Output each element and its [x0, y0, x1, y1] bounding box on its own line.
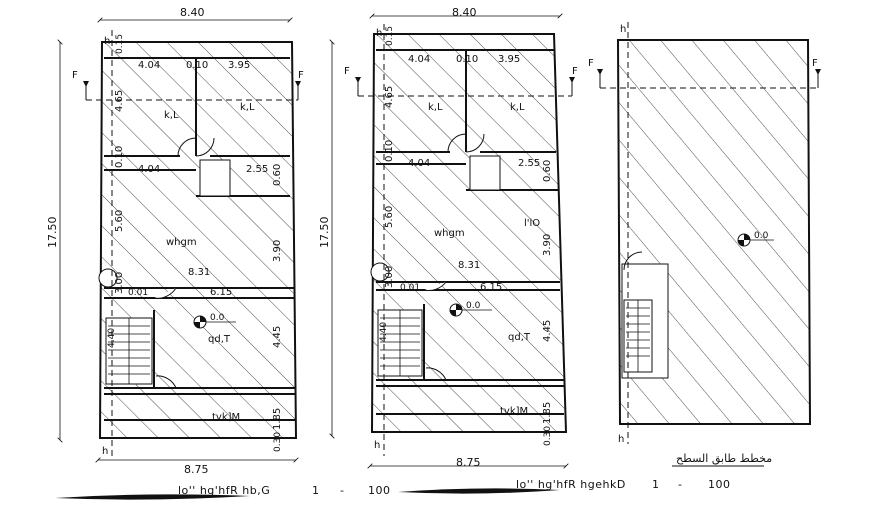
plan1-bottom-width: 8.75 [184, 463, 209, 476]
plan2-h-010: 0.10 [384, 140, 395, 162]
plan1-left-height: 17.50 [46, 217, 59, 249]
plan1-scale-100: 100 [368, 484, 391, 497]
plan1-hall-label: whgm [166, 237, 197, 248]
plan2-scale-1: 1 [652, 478, 660, 491]
plan1-section-f-right: F [298, 70, 304, 81]
plan2-scale-100: 100 [708, 478, 731, 491]
plan1-h-465: 4.65 [114, 90, 125, 112]
plan3-title: مخطط طابق السطح [676, 452, 772, 466]
plan2-hall-label: whgm [434, 228, 465, 239]
plan-repeated-floor: 8.40 8.75 17.50 [318, 6, 731, 494]
plan2-section-h-top: h [376, 28, 382, 39]
plan1-room-d: tvk]M [212, 412, 240, 423]
plan2-h-465: 4.65 [384, 86, 395, 108]
plan1-room-a-width: 4.04 [138, 60, 160, 71]
plan3-section-f-left: F [588, 58, 594, 69]
plan2-title: lo'' hg'hfR hgehkD [516, 478, 626, 491]
plan2-top-width: 8.40 [452, 6, 477, 19]
plan1-section-f-left: F [72, 70, 78, 81]
plan2-scale-dash: - [678, 478, 682, 491]
plan2-section-f-left: F [344, 66, 350, 77]
plan2-h-445: 4.45 [542, 320, 553, 342]
plan1-scale-1: 1 [312, 484, 320, 497]
plan1-h-390: 3.90 [272, 240, 283, 262]
plan-roof: h h F F 0.0 مخطط طابق السطح [588, 22, 821, 467]
plan3-section-f-right: F [812, 58, 818, 69]
plan2-room-a-width: 4.04 [408, 54, 430, 65]
plan1-hall-width: 8.31 [188, 267, 210, 278]
plan2-h-560: 5.60 [384, 206, 395, 228]
plan1-h-010: 0.10 [114, 146, 125, 168]
plan1-h-015: 0.15 [115, 34, 125, 54]
plan2-room-io: l'lO [524, 218, 540, 229]
plan1-room-b-width: 3.95 [228, 60, 250, 71]
plan3-level-marker: 0.0 [737, 231, 774, 247]
plan1-h-560: 5.60 [114, 210, 125, 232]
plan2-h-185: 1.85 [542, 402, 553, 424]
plan1-level-marker: 0.0 [193, 313, 236, 329]
plan2-room-d: tvk]M [500, 406, 528, 417]
plan1-h-060: 0.60 [272, 164, 283, 186]
plan2-stair-h: 4.40 [379, 322, 389, 342]
plan1-h-445: 4.45 [272, 326, 283, 348]
plan2-section-f-right: F [572, 66, 578, 77]
plan1-gap-top: 0.10 [186, 60, 208, 71]
plan3-level: 0.0 [754, 231, 769, 241]
plan2-hall-width: 8.31 [458, 260, 480, 271]
plan1-stair-h: 4.40 [107, 328, 117, 348]
plan1-section-h-bottom: h [102, 446, 108, 457]
plan2-bottom-width: 8.75 [456, 456, 481, 469]
plan2-room-c: qd,T [508, 332, 531, 343]
plan1-k-right: k,L [240, 102, 255, 113]
plan2-h-300: 3.00 [384, 266, 395, 288]
plan3-section-h-top: h [620, 24, 626, 35]
plan1-small-width: 2.55 [246, 164, 268, 175]
plan2-h-060: 0.60 [542, 160, 553, 182]
plan1-w-615: 6.15 [210, 287, 232, 298]
plan1-k-left: k,L [164, 110, 179, 121]
plan2-h-390: 3.90 [542, 234, 553, 256]
plan1-top-width: 8.40 [180, 6, 205, 19]
plan2-gap-top: 0.10 [456, 54, 478, 65]
plan2-h-030: 0.30 [543, 426, 553, 446]
plan2-w-615: 6.15 [480, 282, 502, 293]
plan1-title: lo'' hg'hfR hb,G [178, 484, 270, 497]
plan3-section-h-bottom: h [618, 434, 624, 445]
plan2-k-left: k,L [428, 102, 443, 113]
plan1-h-185: 1.85 [272, 408, 283, 430]
plan2-section-h-bottom: h [374, 440, 380, 451]
plan2-k-right: k,L [510, 102, 525, 113]
plan2-small-width: 2.55 [518, 158, 540, 169]
plan2-level-marker: 0.0 [449, 301, 492, 317]
plan2-corridor-width: 4.04 [408, 158, 430, 169]
plan2-level: 0.0 [466, 301, 481, 311]
plan1-h-300: 3.00 [114, 272, 125, 294]
plan1-corridor-width: 4.04 [138, 164, 160, 175]
plan2-h-015: 0.15 [385, 26, 395, 46]
plan1-scale-dash: - [340, 484, 344, 497]
plan2-w-001: 0.01 [400, 283, 420, 293]
plan1-section-h-top: h [104, 36, 110, 47]
plan-ground-floor: 8.40 8.75 17.50 [46, 6, 391, 500]
plan1-h-030: 0.30 [273, 432, 283, 452]
plan1-level: 0.0 [210, 313, 225, 323]
plan2-room-b-width: 3.95 [498, 54, 520, 65]
plan1-room-c: qd,T [208, 334, 231, 345]
plan2-left-height: 17.50 [318, 217, 331, 249]
plan1-w-001: 0.01 [128, 288, 148, 298]
